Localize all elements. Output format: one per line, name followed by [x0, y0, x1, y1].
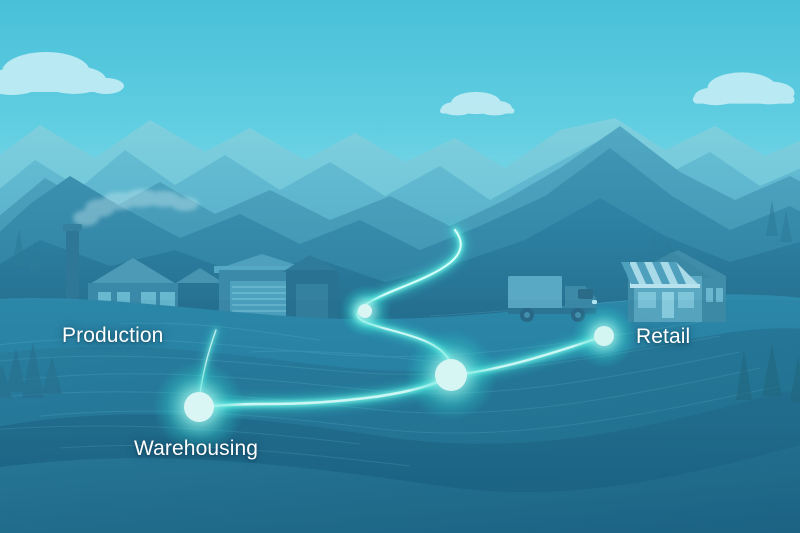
- route-nodes: [153, 285, 636, 453]
- warehouse2-roof: [282, 255, 340, 272]
- truck-headlight: [592, 300, 597, 304]
- cloud-right: [692, 72, 795, 106]
- truck-box: [508, 276, 562, 310]
- cloud-mid: [440, 91, 515, 116]
- pine-trees-left: [0, 342, 62, 398]
- shop-side-window-a: [706, 288, 713, 302]
- scene-haze: [0, 300, 800, 533]
- retail-shop: [621, 250, 726, 322]
- shop-side-window-b: [716, 288, 723, 302]
- smoke-plume: [73, 189, 199, 226]
- clouds: [0, 52, 795, 116]
- mountain-range-foot: [0, 198, 800, 320]
- factory-windows: [98, 292, 175, 307]
- factory-roof: [88, 258, 178, 285]
- node-hub[interactable]: [405, 329, 497, 421]
- warehouse-roof-band: [214, 266, 312, 273]
- pine-trees-right: [736, 344, 800, 402]
- truck-windshield: [578, 289, 593, 299]
- factory-roof-2: [176, 268, 224, 283]
- delivery-truck: [508, 276, 597, 322]
- node-production[interactable]: [339, 285, 391, 337]
- warehouse2-door: [296, 284, 328, 318]
- truck-chassis: [508, 308, 596, 314]
- warehouse: [214, 254, 340, 322]
- shop-window-right: [678, 292, 694, 308]
- smokestack: [66, 228, 79, 318]
- warehouse-roller-door: [230, 281, 288, 319]
- shop-door: [662, 292, 674, 318]
- cloud-left: [0, 52, 124, 95]
- node-retail[interactable]: [572, 304, 636, 368]
- shop-window-left: [638, 292, 656, 308]
- shop-awning: [621, 262, 700, 288]
- node-warehousing[interactable]: [153, 361, 245, 453]
- smokestack-cap: [63, 224, 82, 231]
